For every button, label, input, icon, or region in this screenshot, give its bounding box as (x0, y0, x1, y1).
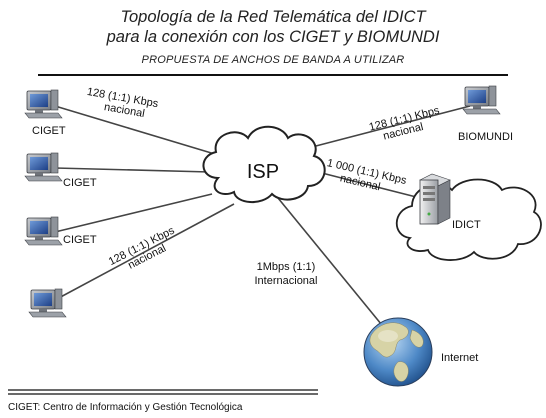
ciget-label-1: CIGET (32, 125, 66, 137)
bandwidth-internet-value: 1Mbps (1:1) (257, 261, 316, 273)
title-line-2: para la conexión con los CIGET y BIOMUND… (106, 28, 440, 46)
link-idict (313, 170, 433, 202)
isp-cloud-icon (202, 125, 326, 203)
desktop-computer-icon (24, 152, 63, 182)
footer-legend: CIGET: Centro de Información y Gestión T… (8, 402, 243, 413)
desktop-computer-icon (24, 89, 63, 119)
server-tower-icon (419, 173, 451, 225)
desktop-computer-icon (28, 288, 67, 318)
desktop-computer-icon (24, 216, 63, 246)
link-biomundi (311, 105, 471, 148)
bandwidth-ciget-bottom: 128 (1:1) Kbps nacional (107, 224, 177, 271)
title-line-1: Topología de la Red Telemática del IDICT (120, 8, 426, 26)
biomundi-label: BIOMUNDI (458, 131, 513, 143)
bandwidth-internet-scope: Internacional (255, 275, 318, 287)
desktop-computer-icon (462, 85, 501, 115)
bandwidth-ciget-top: 128 (1:1) Kbps nacional (86, 86, 160, 120)
isp-label: ISP (247, 161, 279, 183)
ciget-label-2: CIGET (63, 177, 97, 189)
subtitle: PROPUESTA DE ANCHOS DE BANDA A UTILIZAR (141, 54, 405, 66)
link-ciget-1 (54, 105, 229, 159)
link-ciget-4 (54, 203, 235, 301)
idict-label: IDICT (452, 219, 481, 231)
bandwidth-biomundi: 128 (1:1) Kbps nacional (368, 104, 441, 142)
bandwidth-idict: 1 000 (1:1) Kbps nacional (326, 157, 408, 193)
connection-lines (54, 105, 471, 331)
link-internet (277, 197, 387, 331)
link-ciget-3 (54, 193, 213, 233)
link-ciget-2 (54, 167, 211, 173)
globe-icon (363, 317, 433, 387)
ciget-label-3: CIGET (63, 234, 97, 246)
internet-label: Internet (441, 352, 478, 364)
